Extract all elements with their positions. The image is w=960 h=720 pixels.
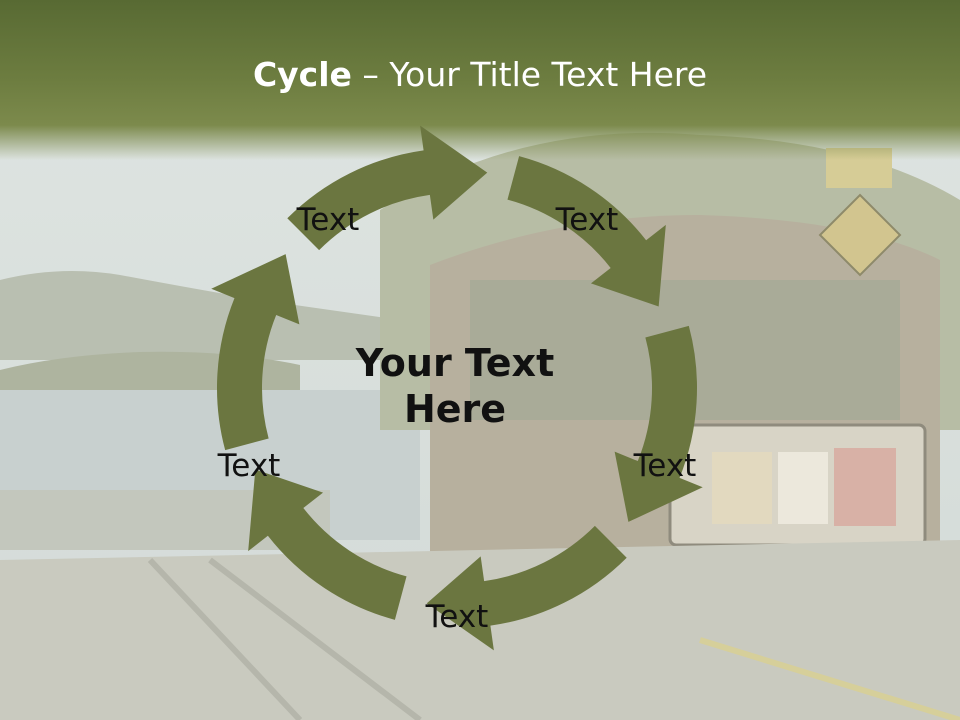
center-text-line-1: Your Text <box>355 341 555 385</box>
arrow-bottom-arrow <box>426 525 627 651</box>
node-label-right: Text <box>633 448 697 484</box>
node-label-left: Text <box>217 448 281 484</box>
node-label-top-left: Text <box>296 202 360 238</box>
arrow-left-upper-arrow <box>211 254 300 451</box>
node-label-top-right: Text <box>555 202 619 238</box>
arrow-right-upper-arrow <box>507 156 666 307</box>
arrow-left-lower-arrow <box>248 469 407 620</box>
center-text-line-2: Here <box>403 387 507 431</box>
arrow-right-lower-arrow <box>614 325 703 522</box>
node-label-bottom: Text <box>425 599 489 635</box>
arrow-top-arrow <box>287 125 488 251</box>
title-bold-part: Cycle <box>252 55 352 94</box>
slide-title: Cycle – Your Title Text Here <box>0 52 960 98</box>
title-band <box>0 0 960 160</box>
center-text: Your Text Here <box>330 340 580 432</box>
title-rest-part: – Your Title Text Here <box>351 55 708 94</box>
